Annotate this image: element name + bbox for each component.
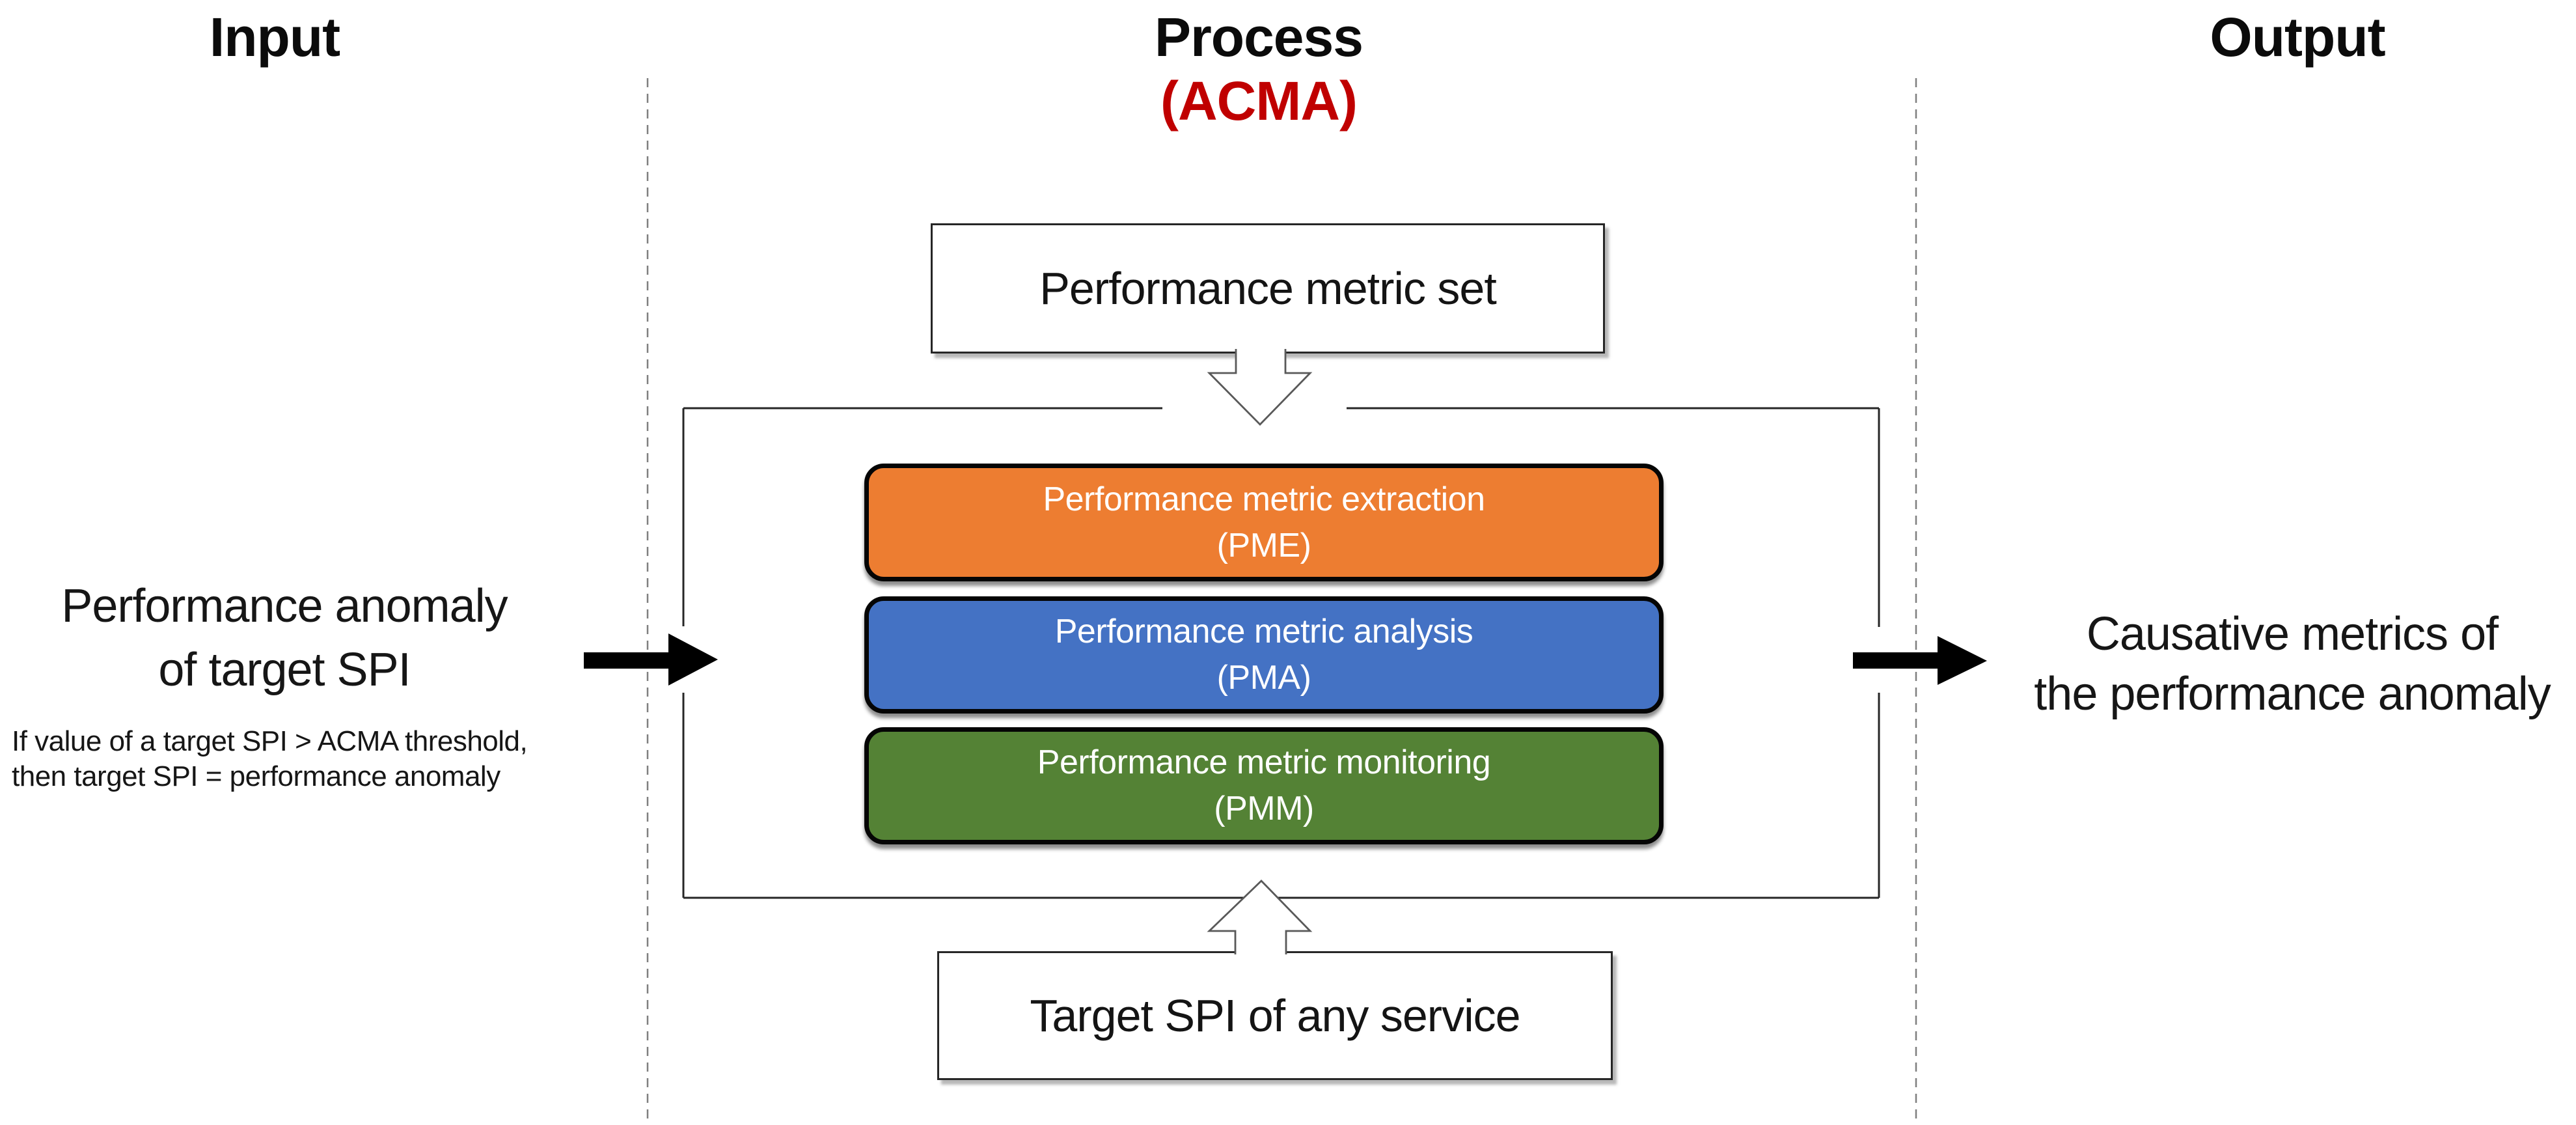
up-flow-arrow-icon <box>1207 880 1313 954</box>
input-condition-text: If value of a target SPI > ACMA threshol… <box>12 724 663 794</box>
input-arrow-icon <box>584 633 718 686</box>
target-spi-box: Target SPI of any service <box>937 951 1613 1080</box>
process-column-header: Process (ACMA) <box>1063 5 1454 133</box>
pma-module-box: Performance metric analysis (PMA) <box>864 596 1664 714</box>
process-header-acma-label: (ACMA) <box>1160 70 1358 132</box>
input-condition-line1: If value of a target SPI > ACMA threshol… <box>12 725 528 757</box>
output-description-line1: Causative metrics of <box>2086 608 2499 660</box>
pmm-module-box: Performance metric monitoring (PMM) <box>864 727 1664 844</box>
pme-module-line1: Performance metric extraction <box>1043 480 1485 518</box>
process-header-label: Process <box>1155 7 1363 68</box>
pmm-module-line2: (PMM) <box>1214 790 1314 827</box>
acma-container-border <box>682 407 1880 899</box>
performance-metric-set-box: Performance metric set <box>931 223 1605 354</box>
output-column-header: Output <box>2210 7 2385 68</box>
input-description-line2: of target SPI <box>158 644 411 696</box>
output-arrow-icon <box>1853 636 1987 685</box>
pme-module-line2: (PME) <box>1216 526 1311 564</box>
input-column-header: Input <box>209 7 340 68</box>
pmm-module-line1: Performance metric monitoring <box>1037 743 1491 781</box>
output-description-text: Causative metrics of the performance ano… <box>1999 604 2576 724</box>
target-spi-label: Target SPI of any service <box>1030 990 1520 1041</box>
pme-module-box: Performance metric extraction (PME) <box>864 464 1664 581</box>
pma-module-line1: Performance metric analysis <box>1054 613 1473 650</box>
output-description-line2: the performance anomaly <box>2034 668 2551 720</box>
performance-metric-set-label: Performance metric set <box>1039 263 1497 314</box>
input-description-line1: Performance anomaly <box>61 580 508 632</box>
down-flow-arrow-icon <box>1207 349 1313 426</box>
input-condition-line2: then target SPI = performance anomaly <box>12 760 500 792</box>
input-description-text: Performance anomaly of target SPI <box>24 574 545 702</box>
pma-module-line2: (PMA) <box>1216 659 1311 697</box>
